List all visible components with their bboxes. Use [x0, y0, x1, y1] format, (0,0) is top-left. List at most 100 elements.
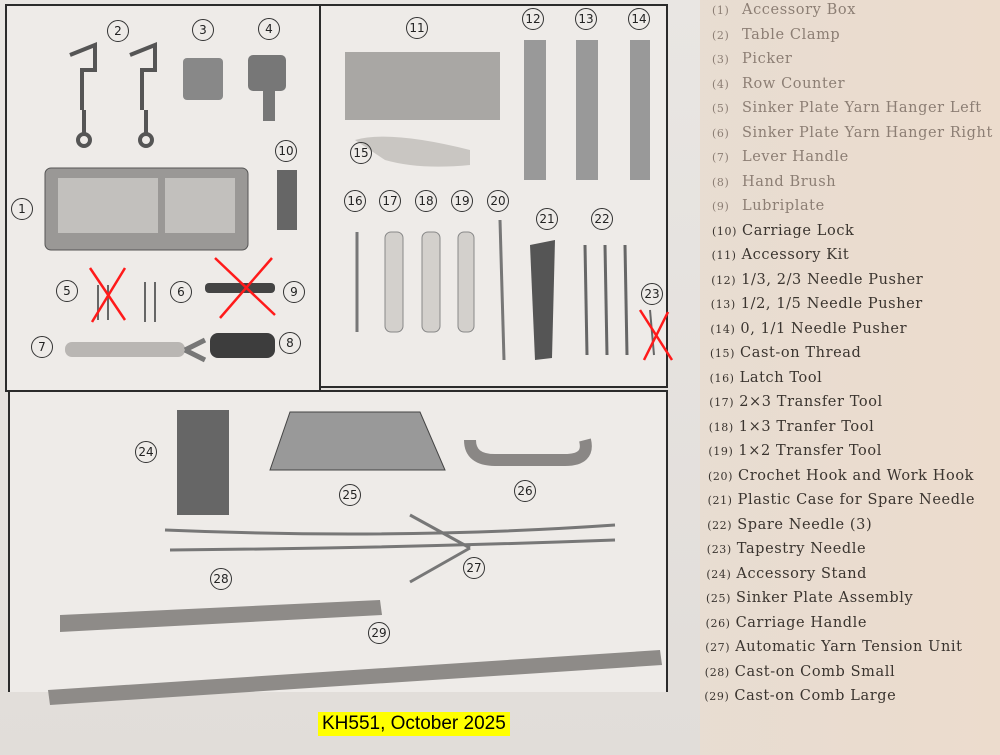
cross-out-marks — [88, 257, 674, 361]
row-counter-drawing — [248, 55, 286, 91]
cast-on-thread-drawing — [355, 136, 470, 167]
legend-label: Table Clamp — [742, 26, 841, 43]
legend-label: 1/2, 1/5 Needle Pusher — [740, 296, 923, 312]
part-callout-4: 4 — [258, 18, 280, 40]
legend-item: (16)Latch Tool — [710, 370, 823, 386]
legend-number: (18) — [708, 420, 734, 434]
legend-label: Accessory Kit — [741, 247, 850, 263]
legend-label: 1×3 Tranfer Tool — [738, 418, 875, 435]
legend-label: Picker — [742, 51, 793, 67]
part-callout-26: 26 — [514, 480, 536, 502]
legend-label: Lubriplate — [742, 198, 825, 214]
legend-label: Crochet Hook and Work Hook — [738, 467, 975, 484]
legend-item: (22) Spare Needle (3) — [707, 517, 872, 533]
legend-number: (2) — [712, 28, 730, 42]
legend-item: (8)Hand Brush — [712, 174, 836, 190]
part-callout-12: 12 — [522, 8, 544, 30]
legend-label: 1/3, 2/3 Needle Pusher — [741, 271, 924, 288]
legend-label: Cast-on Thread — [740, 345, 862, 361]
legend-label: 2×3 Transfer Tool — [739, 394, 883, 410]
part-callout-29: 29 — [368, 622, 390, 644]
legend-number: (28) — [704, 665, 730, 679]
part-callout-13: 13 — [575, 8, 597, 30]
legend-label: Automatic Yarn Tension Unit — [735, 639, 963, 655]
legend-number: (11) — [711, 249, 737, 262]
legend-number: (20) — [708, 469, 733, 483]
legend-label: Spare Needle (3) — [737, 516, 873, 533]
caption-label: KH551, October 2025 — [318, 712, 510, 736]
legend-label: Latch Tool — [739, 369, 823, 386]
part-callout-25: 25 — [339, 484, 361, 506]
legend-item: (26) Carriage Handle — [706, 615, 868, 631]
cast-on-comb-small-drawing — [60, 600, 382, 632]
legend-label: Lever Handle — [742, 149, 849, 165]
carriage-lock-drawing — [277, 170, 297, 230]
part-callout-22: 22 — [591, 208, 613, 230]
part-callout-23: 23 — [641, 283, 663, 305]
legend-item: (9) Lubriplate — [712, 198, 825, 214]
legend-number: (3) — [712, 53, 730, 66]
legend-label: 1×2 Transfer Tool — [738, 443, 882, 459]
legend-number: (8) — [712, 175, 730, 189]
lever-handle-drawing — [65, 342, 185, 357]
legend-number: (21) — [707, 494, 733, 507]
legend-item: (4)Row Counter — [712, 76, 845, 92]
legend-item: (29)Cast-on Comb Large — [704, 688, 896, 704]
accessory-stand-drawing — [177, 410, 229, 515]
sinker-plate-drawing — [269, 411, 446, 471]
part-callout-9: 9 — [283, 281, 305, 303]
legend-number: (12) — [711, 273, 737, 287]
legend-item: (12) 1/3, 2/3 Needle Pusher — [711, 272, 923, 288]
lubriplate-drawing — [205, 283, 275, 293]
legend-number: (27) — [705, 641, 731, 654]
legend-number: (10) — [712, 224, 737, 238]
legend-number: (6) — [712, 126, 730, 140]
part-callout-24: 24 — [135, 441, 157, 463]
part-callout-11: 11 — [406, 17, 428, 39]
plastic-case-drawing — [530, 240, 555, 360]
part-callout-16: 16 — [344, 190, 366, 212]
part-callout-2: 2 — [107, 20, 129, 42]
legend-item: (1) Accessory Box — [712, 2, 856, 18]
legend-number: (15) — [710, 347, 735, 360]
legend-number: (26) — [705, 616, 731, 630]
legend-item: (24) Accessory Stand — [706, 566, 867, 582]
part-callout-18: 18 — [415, 190, 437, 212]
legend-item: (20) Crochet Hook and Work Hook — [708, 468, 974, 484]
part-callout-21: 21 — [536, 208, 558, 230]
legend-number: (24) — [706, 567, 732, 581]
part-callout-20: 20 — [487, 190, 509, 212]
legend-label: Carriage Handle — [735, 614, 868, 631]
legend-item: (6)Sinker Plate Yarn Hanger Right — [712, 125, 993, 141]
accessory-kit-drawing — [345, 52, 500, 120]
yarn-tension-drawing — [164, 523, 616, 552]
legend-number: (9) — [712, 200, 730, 213]
legend-number: (1) — [712, 4, 730, 17]
cast-on-comb-large-drawing — [48, 650, 662, 705]
picker-drawing — [183, 58, 223, 100]
legend-label: Accessory Stand — [736, 565, 868, 582]
part-callout-17: 17 — [379, 190, 401, 212]
legend-number: (25) — [706, 592, 731, 605]
pusher-14-drawing — [630, 40, 650, 180]
legend-number: (19) — [708, 445, 734, 458]
legend-item: (3) Picker — [712, 51, 792, 67]
table-clamp-drawing — [69, 42, 157, 148]
legend-label: Carriage Lock — [742, 222, 855, 239]
pusher-13-drawing — [576, 40, 598, 180]
legend-number: (22) — [707, 518, 733, 532]
legend-number: (17) — [709, 396, 735, 409]
legend-item: (11) Accessory Kit — [712, 247, 850, 263]
legend-number: (29) — [704, 690, 730, 703]
legend-number: (7) — [712, 151, 730, 164]
legend-item: (10) Carriage Lock — [712, 223, 854, 239]
legend-number: (13) — [710, 298, 736, 311]
legend-label: 0, 1/1 Needle Pusher — [740, 320, 908, 337]
legend-number: (14) — [710, 322, 736, 336]
legend-label: Plastic Case for Spare Needle — [737, 492, 976, 508]
legend-item: (14) 0, 1/1 Needle Pusher — [710, 321, 907, 337]
carriage-handle-drawing — [464, 438, 592, 466]
legend-label: Accessory Box — [742, 2, 857, 18]
part-callout-28: 28 — [210, 568, 232, 590]
